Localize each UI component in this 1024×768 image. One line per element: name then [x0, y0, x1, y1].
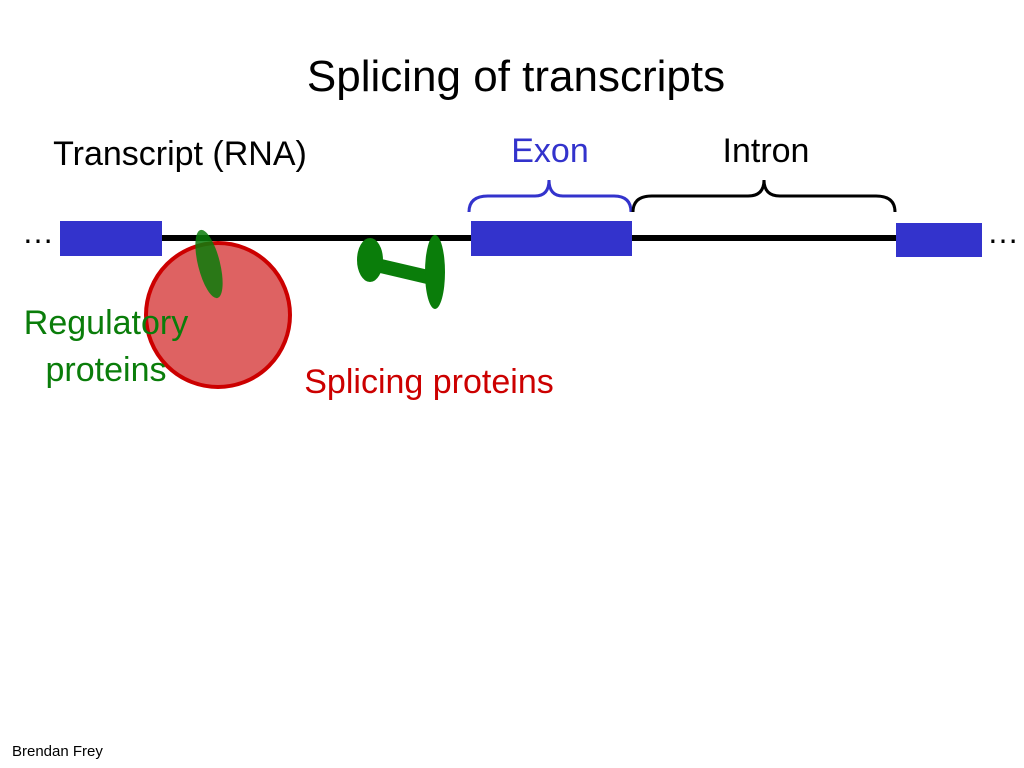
- exon-block-left: [60, 221, 162, 256]
- splicing-label: Splicing proteins: [304, 363, 553, 401]
- ellipsis-right: …: [987, 214, 1019, 250]
- intron-label: Intron: [723, 132, 810, 170]
- regulatory-protein-left: [195, 229, 223, 299]
- footer-author: Brendan Frey: [12, 743, 103, 760]
- regulatory-label-line1: Regulatory: [24, 304, 188, 342]
- ellipsis-left: …: [22, 214, 54, 250]
- intron-brace: [631, 179, 897, 213]
- exon-block-middle: [471, 221, 632, 256]
- regulatory-label-line2: proteins: [46, 351, 167, 389]
- slide-title: Splicing of transcripts: [307, 52, 725, 101]
- exon-label: Exon: [511, 132, 589, 170]
- exon-brace: [467, 179, 633, 213]
- splicing-protein-circle: [144, 241, 292, 389]
- transcript-label: Transcript (RNA): [53, 135, 307, 173]
- regulatory-protein-pair: [357, 235, 445, 309]
- exon-block-right: [896, 223, 982, 257]
